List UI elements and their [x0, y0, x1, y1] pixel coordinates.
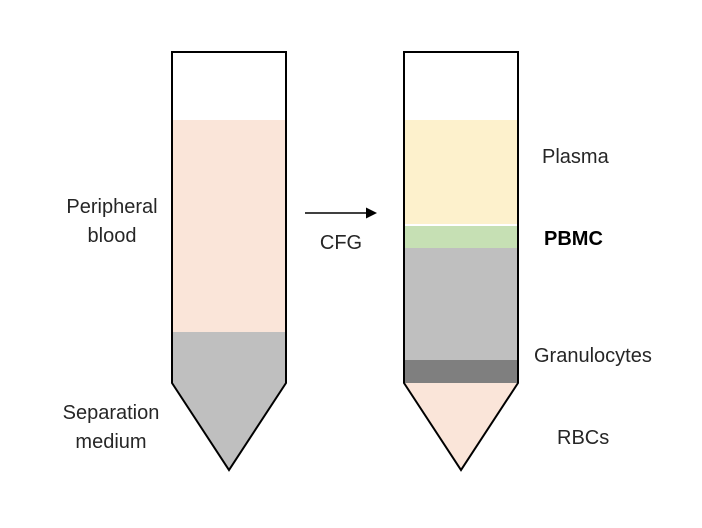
granulocyte-layer	[404, 248, 518, 360]
rbcs-label: RBCs	[557, 427, 609, 449]
separation-medium-label-line1: Separation	[63, 402, 160, 424]
pbmc-layer	[404, 226, 518, 248]
tube-outline-before	[171, 51, 287, 472]
tube-before	[171, 51, 287, 472]
pbmc-label: PBMC	[544, 228, 603, 250]
rbc-layer	[404, 383, 518, 470]
separation-medium-label-line2: medium	[75, 431, 146, 453]
granulocytes-label: Granulocytes	[534, 345, 652, 367]
peripheral-blood-label-line1: Peripheral	[66, 196, 157, 218]
right-arrow-icon	[305, 207, 377, 219]
plasma-layer	[404, 120, 518, 224]
plasma-label: Plasma	[542, 146, 610, 168]
peripheral-blood-layer	[172, 120, 286, 332]
tube-after	[403, 51, 519, 472]
tube-outline-after	[403, 51, 519, 472]
cfg-label: CFG	[320, 232, 362, 254]
separation-medium-layer	[172, 332, 286, 470]
granulocyte-band	[404, 360, 518, 383]
peripheral-blood-label-line2: blood	[88, 225, 137, 247]
